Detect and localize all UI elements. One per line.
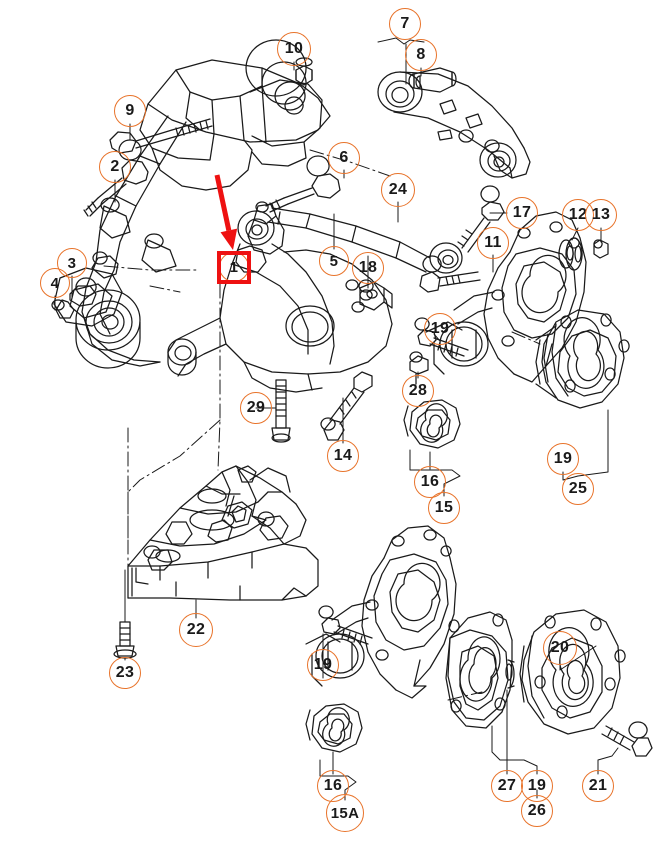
callout-label: 13 [591, 206, 611, 223]
callout-label: 9 [125, 102, 135, 119]
callout-item-24: 24 [381, 173, 415, 207]
callout-label: 17 [512, 204, 532, 221]
nut-item-13 [593, 239, 609, 259]
callout-label: 11 [484, 234, 502, 251]
rear-subframe-item-22 [127, 465, 319, 601]
callout-label: 18 [358, 259, 378, 276]
bolt-item-29 [271, 379, 291, 443]
callout-label: 3 [67, 254, 77, 272]
callout-label: 14 [333, 447, 353, 464]
wheel-bearing-item-26 [445, 611, 513, 729]
callout-label: 25 [568, 480, 588, 497]
callout-label: 24 [388, 181, 408, 198]
callout-label: 4 [50, 274, 60, 292]
callout-item-19: 19 [547, 443, 579, 475]
callout-item-10: 10 [277, 32, 311, 66]
callout-label: 22 [186, 621, 206, 638]
callout-item-28: 28 [402, 375, 434, 407]
callout-item-7: 7 [389, 8, 421, 40]
callout-item-4: 4 [40, 268, 70, 298]
highlight-box-item-1 [217, 251, 251, 284]
callout-item-5: 5 [319, 246, 349, 276]
callout-label: 27 [497, 777, 517, 794]
callout-label: 19 [527, 777, 547, 794]
callout-item-19: 19 [307, 649, 339, 681]
bushing-item-16-lower [305, 703, 363, 753]
callout-item-9: 9 [114, 95, 146, 127]
rear-subframe-crossmember [95, 39, 331, 273]
callout-label: 16 [323, 777, 343, 794]
bolt-item-17 [457, 185, 505, 253]
bolt-item-19-lower-left [318, 605, 373, 645]
callout-item-11: 11 [477, 227, 509, 259]
callout-label: 29 [246, 399, 266, 416]
callout-item-14: 14 [327, 440, 359, 472]
callout-label: 19 [430, 320, 450, 337]
callout-item-22: 22 [179, 613, 213, 647]
bolt-item-9 [109, 118, 213, 154]
left-lower-control-arm [51, 251, 161, 369]
wheel-hub-upper [535, 309, 630, 409]
callout-label: 19 [313, 656, 333, 673]
callout-label: 21 [588, 777, 608, 794]
callout-item-21: 21 [582, 770, 614, 802]
bolt-item-23 [113, 569, 137, 659]
callout-item-23: 23 [109, 657, 141, 689]
center-lower-control-arm [167, 210, 393, 393]
callout-label: 5 [329, 252, 339, 270]
callout-label: 8 [416, 46, 426, 63]
bushing-item-16-upper [403, 399, 461, 449]
callout-label: 28 [408, 382, 428, 399]
callout-item-16: 16 [317, 770, 349, 802]
callout-label: 2 [110, 158, 120, 175]
callout-item-2: 2 [99, 151, 131, 183]
bolt-item-21 [601, 721, 653, 757]
circlip-item-27 [505, 659, 515, 689]
callout-label: 20 [550, 639, 570, 656]
callout-label: 23 [115, 664, 135, 681]
callout-label: 15A [330, 804, 360, 822]
callout-item-26: 26 [521, 795, 553, 827]
wheel-hub-item-20 [519, 609, 626, 735]
callout-label: 6 [339, 149, 349, 166]
callout-item-16: 16 [414, 466, 446, 498]
upper-control-arm [377, 37, 531, 179]
callout-item-27: 27 [491, 770, 523, 802]
callout-item-29: 29 [240, 392, 272, 424]
callout-item-17: 17 [506, 197, 538, 229]
callout-label: 26 [527, 802, 547, 819]
callout-item-13: 13 [585, 199, 617, 231]
callout-label: 10 [284, 40, 304, 57]
callout-label: 16 [420, 473, 440, 490]
callout-item-6: 6 [328, 142, 360, 174]
leader-lines [54, 61, 619, 801]
bolt-item-14 [320, 371, 373, 441]
callout-item-25: 25 [562, 473, 594, 505]
callout-label: 19 [553, 450, 573, 467]
callout-label: 7 [400, 15, 410, 32]
callout-item-8: 8 [405, 39, 437, 71]
callout-item-20: 20 [543, 631, 577, 665]
bolt-item-11 [419, 255, 481, 293]
callout-label: 15 [434, 499, 454, 516]
callout-item-18: 18 [352, 252, 384, 284]
callout-item-19: 19 [424, 313, 456, 345]
